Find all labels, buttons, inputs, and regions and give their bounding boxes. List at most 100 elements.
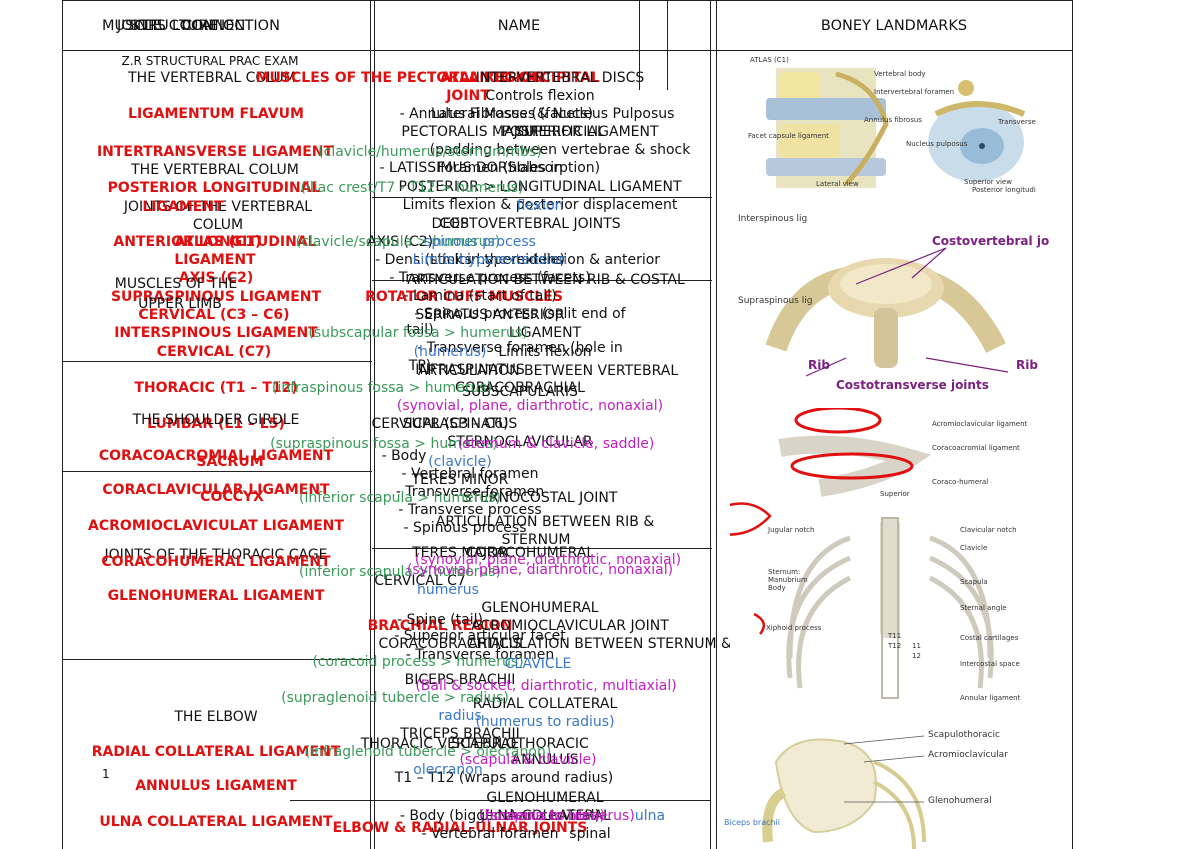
- fig-label: Supraspinous lig: [738, 296, 813, 306]
- coracoacromial-ligament: CORACOACROMIAL LIGAMENT: [98, 448, 334, 464]
- fig-label: Biceps brachii: [724, 818, 781, 827]
- header-col1-text: STRUCTURE: [130, 18, 218, 34]
- mid-text: - Transverse process: [398, 502, 542, 518]
- header-name: NAME: [497, 18, 541, 34]
- joints-vertebral-b: COLUM: [192, 217, 244, 233]
- fig-label: Scapula: [960, 578, 988, 586]
- mid-magenta-text: (Ball & socket, diarthrotic, multiaxial): [415, 678, 677, 694]
- fig-label: Scapulothoracic: [928, 730, 1000, 740]
- mid-text: CORACOBRACHIALIS: [378, 636, 522, 652]
- mid-text: STERNOCOSTAL JOINT: [462, 490, 618, 506]
- anterior-longitudinal: ANTERIOR LONGITUDINAL: [113, 234, 317, 250]
- mid-text: AXIS (C2): [366, 234, 434, 250]
- muscles-pectoral-heading: MUSCLES OF THE PECTORAL REGION: [255, 70, 545, 86]
- mid-blue-text: CLAVICLE: [504, 656, 572, 672]
- joints-vertebral-a: JOINTS OF THE VERTEBRAL: [123, 199, 313, 215]
- fig-label: Manubrium: [768, 576, 808, 584]
- column-divider: [716, 0, 717, 849]
- fig-label: Sternum:: [768, 568, 801, 576]
- mid-blue-text: spinous process: [424, 234, 536, 250]
- header-col1-text: LOCATION: [172, 18, 246, 34]
- shoulder-drawing: [778, 408, 932, 497]
- mid-text: TP): [408, 358, 432, 374]
- section-shoulder: THE SHOULDER GIRDLE: [132, 412, 300, 428]
- costovertebral-drawing: [765, 247, 1009, 377]
- mid-text: SCAPULOTHORACIC: [451, 736, 589, 752]
- fig-label: Interspinous lig: [738, 214, 808, 224]
- radial-collateral-ligament: RADIAL COLLATERAL LIGAMENT: [91, 744, 341, 760]
- fig-label: Clavicular notch: [960, 526, 1017, 534]
- mid-text: - Spinous process (split end of: [414, 306, 626, 322]
- fig-label: Sternal angle: [960, 604, 1007, 612]
- mid-blue-text: olecranon: [413, 762, 483, 778]
- column-divider: [667, 0, 668, 90]
- mid-magenta-text: (sternum & clavicle, saddle): [457, 436, 655, 452]
- page-number: 1: [102, 767, 110, 781]
- mid-text: TRICEPS BRACHII: [400, 726, 520, 742]
- intertransverse-ligament: INTERTRANSVERSE LIGAMENT: [96, 144, 334, 160]
- elbow-radioulnar-heading: ELBOW & RADIAL-ULNAR JOINTS: [332, 820, 588, 836]
- mid-magenta-text: (scapula to humerus): [485, 808, 635, 824]
- fig-label: Vertebral body: [874, 70, 926, 78]
- mid-blue-text: humerus: [417, 582, 479, 598]
- fig-label: Clavicle: [960, 544, 988, 552]
- fig-label: Lateral view: [816, 180, 859, 188]
- mid-text: - Body: [381, 448, 427, 464]
- mid-text: INFRASPINATUS: [415, 362, 525, 378]
- mid-magenta-text: (humerus to ulna): [478, 808, 606, 824]
- mid-text: - Superior articular facet: [394, 628, 566, 644]
- mid-text: ARTICULATION BETWEEN VERTEBRAL: [417, 363, 679, 379]
- mid-text: TERES MINOR: [411, 472, 509, 488]
- mid-text: ARTICULATION BETWEEN STERNUM &: [468, 636, 732, 652]
- supraspinous-ligament: SUPRASPINOUS LIGAMENT: [110, 289, 322, 305]
- mid-text: SUPRASPINATUS: [402, 416, 518, 432]
- column-divider: [710, 0, 711, 849]
- posterior-longitudinal: POSTERIOR LONGITUDINAL: [107, 180, 321, 196]
- exam-title: Z.R STRUCTURAL PRAC EXAM: [121, 54, 299, 68]
- fig-label: Costotransverse joints: [836, 378, 989, 392]
- fig-label: Costovertebral joints: [932, 234, 1050, 248]
- mid-text: - Lamina (start of tail): [403, 288, 557, 304]
- mid-text: - Spine (tail): [397, 612, 483, 628]
- mid-blue-text: flexion: [516, 198, 564, 214]
- mid-text: - Spinous process: [403, 520, 527, 536]
- header-divider: [62, 50, 1072, 51]
- mid-green-text: (coracoid process > humerus): [312, 654, 524, 670]
- fig-label: Nucleus pulposus: [906, 140, 968, 148]
- ligamentum-flavum: LIGAMENTUM FLAVUM: [128, 106, 304, 122]
- mid-text: - Vertebral foramen: [401, 466, 539, 482]
- mid-text: POSTERIOR > LONGITUDINAL LIGAMENT: [398, 179, 682, 195]
- mid-green-text: (clavicle/scapula > humerus): [295, 234, 501, 250]
- mid-text: INTERVERTEBRAL DISCS: [475, 70, 645, 86]
- thoracic-cage-drawing: [730, 502, 994, 699]
- axis-c2: AXIS (C2): [178, 270, 254, 286]
- mid-text: - Vertebral foramen: [421, 826, 559, 842]
- mid-text: - Transverse foramen (hole in: [417, 340, 623, 356]
- mid-blue-text: (humerus): [413, 344, 487, 360]
- row-divider: [62, 361, 372, 362]
- mid-green-text: (clavicle/humerus/sternum/ribs): [318, 144, 542, 160]
- fig-label: Posterior longitudinal ligament: [972, 186, 1036, 194]
- atlas-disc-figure: ATLAS (C1) Vertebral body Intervertebral…: [746, 54, 1036, 196]
- fig-label: T11: [888, 632, 902, 640]
- mid-magenta-text: (scapula & clavicle): [459, 752, 597, 768]
- fig-label: Intercostal space: [960, 660, 1020, 668]
- mid-text: ARTICULATION BETWEEN RIB &: [435, 514, 655, 530]
- mid-text: CORACOBRACHIAL: [455, 380, 585, 396]
- brachial-region-heading: BRACHIAL REGION: [367, 618, 513, 634]
- mid-blue-text: ulna: [634, 808, 666, 824]
- mid-green-text: (inferior scapula > humerus): [299, 490, 501, 506]
- scapula-drawing: [762, 735, 926, 849]
- mid-text: - Dens (stick in the middle): [375, 252, 565, 268]
- muscles-upper-b: UPPER LIMB: [138, 296, 222, 312]
- mid-text: GLENOHUMERAL: [486, 790, 604, 806]
- header-col1-text: JOINTS: [117, 18, 166, 34]
- costovertebral-figure: Interspinous lig Supraspinous lig Costov…: [736, 208, 1050, 408]
- ulna-collateral-ligament: ULNA COLLATERAL LIGAMENT: [99, 814, 333, 830]
- mid-text: Controls flexion: [485, 88, 595, 104]
- fig-label: Acromioclavicular ligament: [932, 420, 1028, 428]
- interspinous-ligament: INTERSPINOUS LIGAMENT: [114, 325, 318, 341]
- mid-text: - Annulus Fibrosus (& Nucleus Pulposus: [399, 106, 675, 122]
- fig-label: Annulus fibrosus: [864, 116, 922, 124]
- fig-label: Coraco-humeral: [932, 478, 989, 486]
